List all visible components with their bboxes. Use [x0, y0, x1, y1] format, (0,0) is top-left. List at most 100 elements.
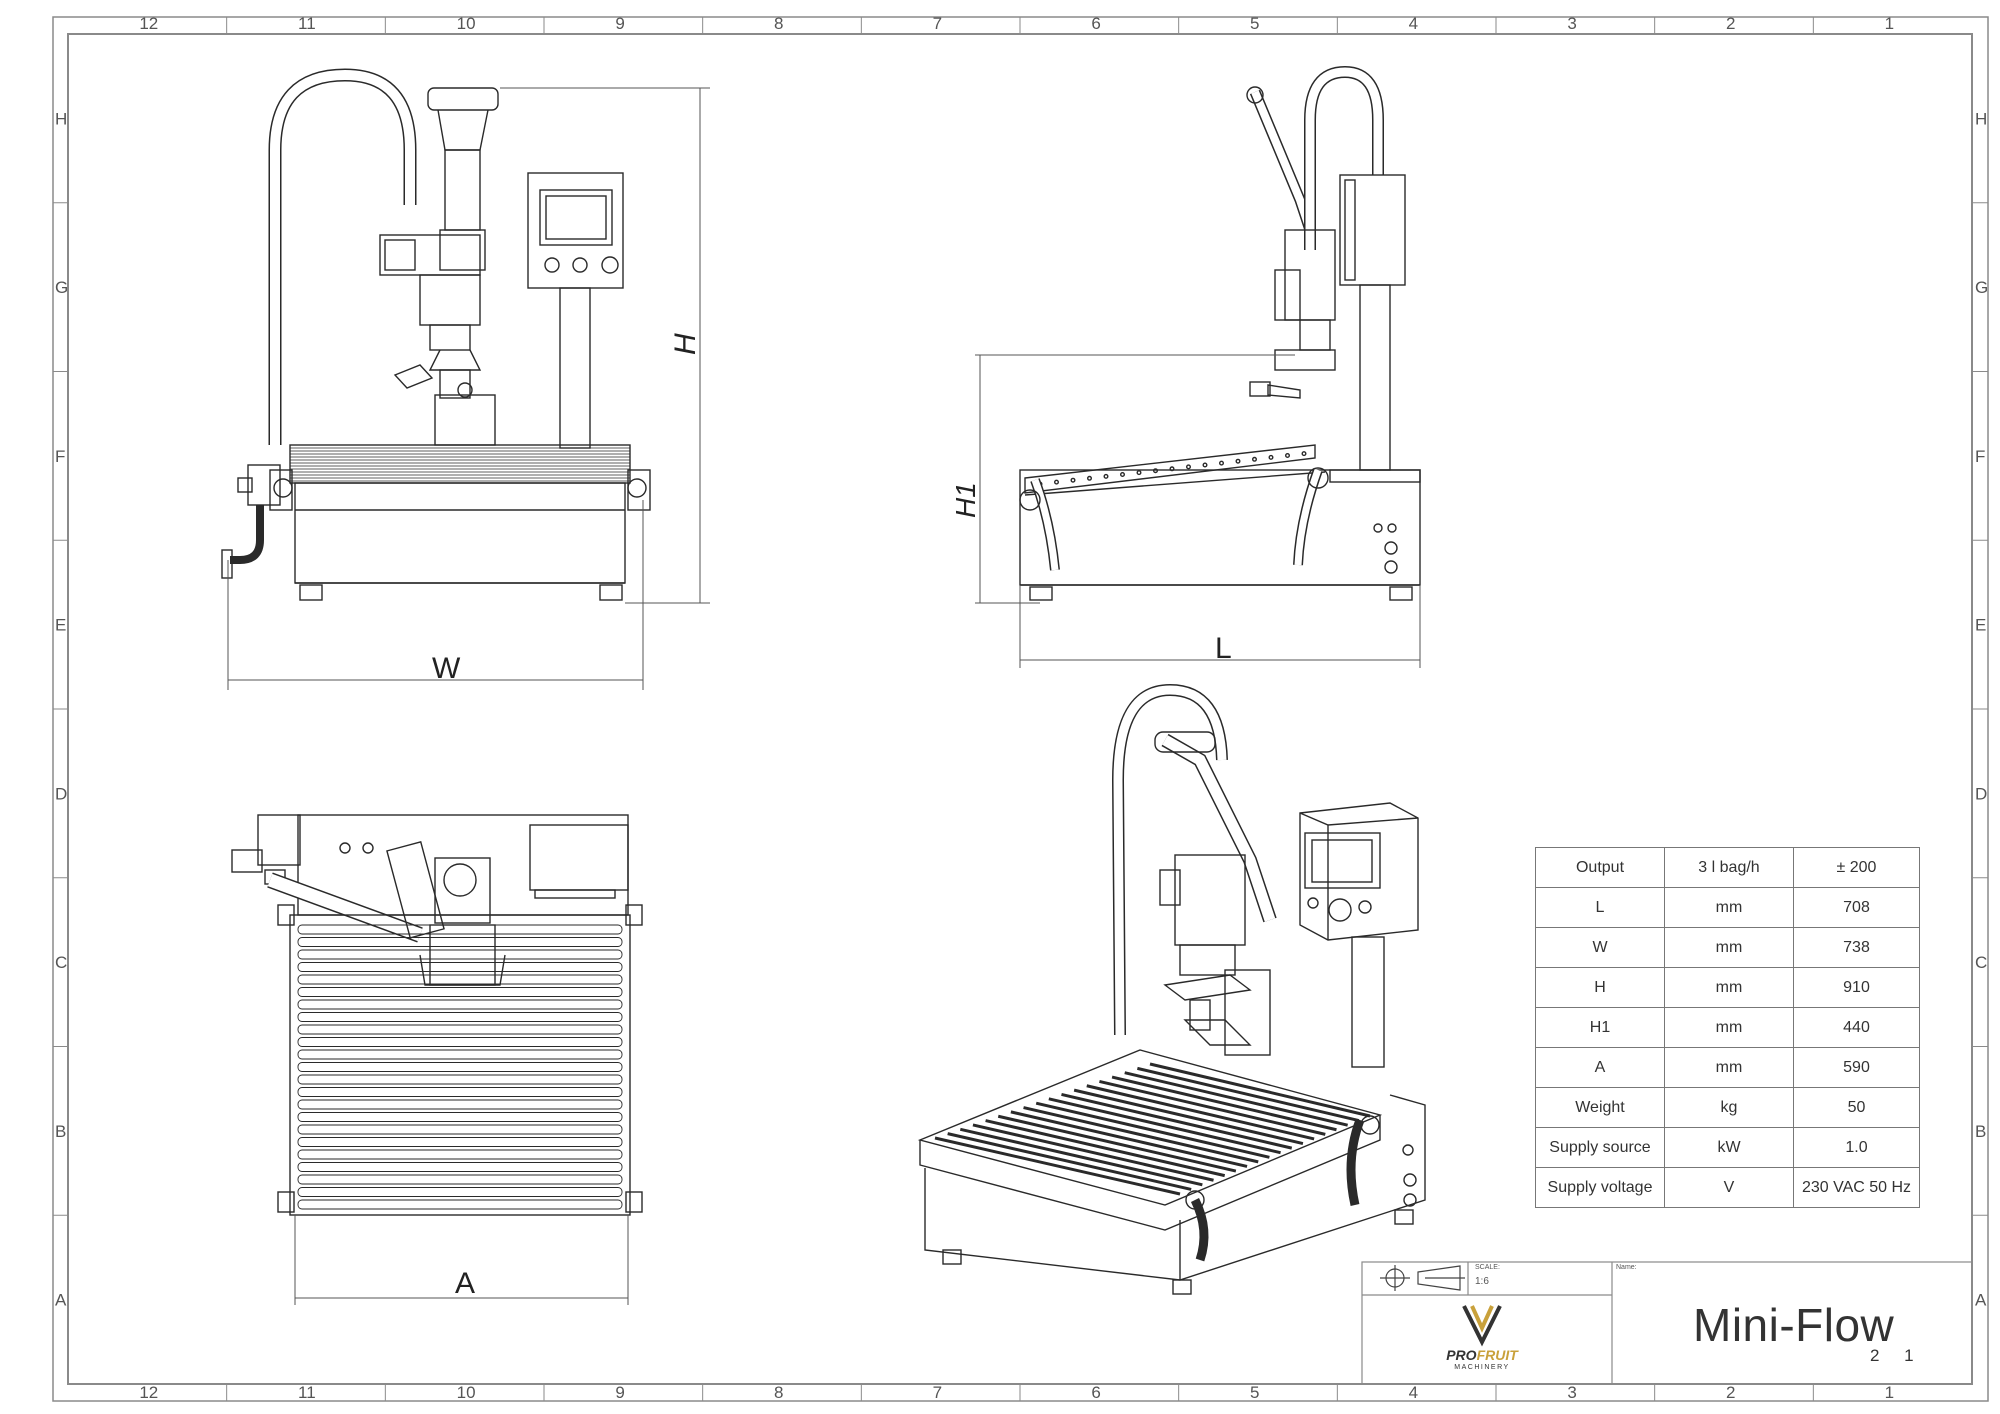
- spec-value: 738: [1793, 927, 1920, 968]
- roller: [297, 1099, 623, 1110]
- dim-label-l: L: [1215, 632, 1232, 665]
- zone-column-label: 10: [457, 14, 476, 33]
- zone-column-label: 11: [298, 14, 316, 33]
- drawing-name: Mini-Flow: [1693, 1299, 1895, 1351]
- adjust-hole: [1218, 460, 1224, 466]
- spec-value: 708: [1793, 887, 1920, 928]
- roller: [1035, 1101, 1270, 1159]
- roller: [997, 1114, 1237, 1173]
- adjust-hole: [1235, 458, 1241, 464]
- zone-row-label: C: [55, 953, 67, 972]
- spec-param: H: [1535, 967, 1665, 1008]
- zone-column-label: 7: [933, 14, 942, 33]
- adjust-hole: [1103, 473, 1109, 479]
- zone-column-label: 6: [1091, 1383, 1100, 1402]
- zone-row-label: E: [1975, 616, 1986, 635]
- zone-column-label: 8: [774, 14, 783, 33]
- zone-row-label: D: [55, 784, 67, 803]
- adjust-hole: [1119, 472, 1125, 478]
- zone-column-label: 12: [139, 14, 158, 33]
- spec-unit: mm: [1664, 927, 1794, 968]
- roller: [297, 1174, 623, 1185]
- zone-row-label: A: [55, 1291, 67, 1310]
- roller: [1099, 1079, 1326, 1136]
- spec-value: 50: [1793, 1087, 1920, 1128]
- roller: [1073, 1088, 1304, 1145]
- adjust-hole: [1070, 477, 1076, 483]
- zone-column-label: 9: [615, 1383, 624, 1402]
- roller: [297, 1199, 623, 1210]
- dim-label-h: H: [669, 333, 702, 355]
- title-block: SCALE: 1:6 Name:: [1362, 1262, 1972, 1388]
- spec-value: 440: [1793, 1007, 1920, 1048]
- spec-value: ± 200: [1793, 847, 1920, 888]
- roller: [1124, 1071, 1348, 1127]
- spec-param: Supply voltage: [1535, 1167, 1665, 1208]
- spec-unit: 3 l bag/h: [1664, 847, 1794, 888]
- roller: [1111, 1075, 1337, 1132]
- zone-row-label: H: [1975, 109, 1987, 128]
- roller: [972, 1123, 1214, 1182]
- roller: [297, 937, 623, 947]
- spec-param: Output: [1535, 847, 1665, 888]
- adjust-hole: [1152, 468, 1158, 474]
- roller: [947, 1132, 1192, 1191]
- roller: [297, 1087, 623, 1097]
- zone-column-label: 3: [1567, 14, 1576, 33]
- roller: [297, 1124, 623, 1135]
- zone-column-label: 2: [1726, 14, 1735, 33]
- roller: [985, 1119, 1226, 1178]
- isometric-view: [917, 683, 1426, 1295]
- dim-label-h1: H1: [950, 482, 981, 518]
- roller: [1048, 1097, 1281, 1155]
- roller: [1010, 1110, 1248, 1168]
- spec-value: 230 VAC 50 Hz: [1793, 1167, 1920, 1208]
- spec-value: 910: [1793, 967, 1920, 1008]
- zone-row-label: G: [55, 278, 68, 297]
- zone-column-label: 6: [1091, 14, 1100, 33]
- zone-ticks: [53, 17, 1988, 1401]
- zone-column-label: 3: [1567, 1383, 1576, 1402]
- dim-label-a: A: [455, 1267, 475, 1300]
- spec-param: A: [1535, 1047, 1665, 1088]
- zone-column-label: 8: [774, 1383, 783, 1402]
- spec-param: Supply source: [1535, 1127, 1665, 1168]
- scale-label: SCALE:: [1475, 1264, 1500, 1271]
- roller: [297, 999, 623, 1010]
- roller: [297, 974, 623, 985]
- zone-row-label: F: [55, 447, 65, 466]
- front-dimensions: [227, 87, 710, 690]
- adjust-hole: [1284, 453, 1290, 459]
- zone-row-label: E: [55, 616, 66, 635]
- roller: [297, 1112, 623, 1122]
- side-view: [1019, 65, 1421, 601]
- zone-row-label: D: [1975, 784, 1987, 803]
- roller: [1149, 1062, 1371, 1118]
- spec-param: Weight: [1535, 1087, 1665, 1128]
- adjust-hole: [1136, 470, 1142, 476]
- roller: [1023, 1106, 1259, 1164]
- spec-unit: V: [1664, 1167, 1794, 1208]
- adjust-hole: [1268, 454, 1274, 460]
- spec-value: 1.0: [1793, 1127, 1920, 1168]
- spec-unit: mm: [1664, 887, 1794, 928]
- zone-row-label: B: [55, 1122, 66, 1141]
- spec-param: L: [1535, 887, 1665, 928]
- zone-row-label: F: [1975, 447, 1985, 466]
- spec-param: W: [1535, 927, 1665, 968]
- roller: [297, 1187, 623, 1197]
- roller: [297, 1149, 623, 1160]
- zone-column-label: 5: [1250, 14, 1259, 33]
- zone-column-label: 1: [1885, 14, 1894, 33]
- roller: [297, 1074, 623, 1085]
- logo-subtitle: MACHINERY: [1454, 1364, 1510, 1371]
- zone-column-label: 2: [1726, 1383, 1735, 1402]
